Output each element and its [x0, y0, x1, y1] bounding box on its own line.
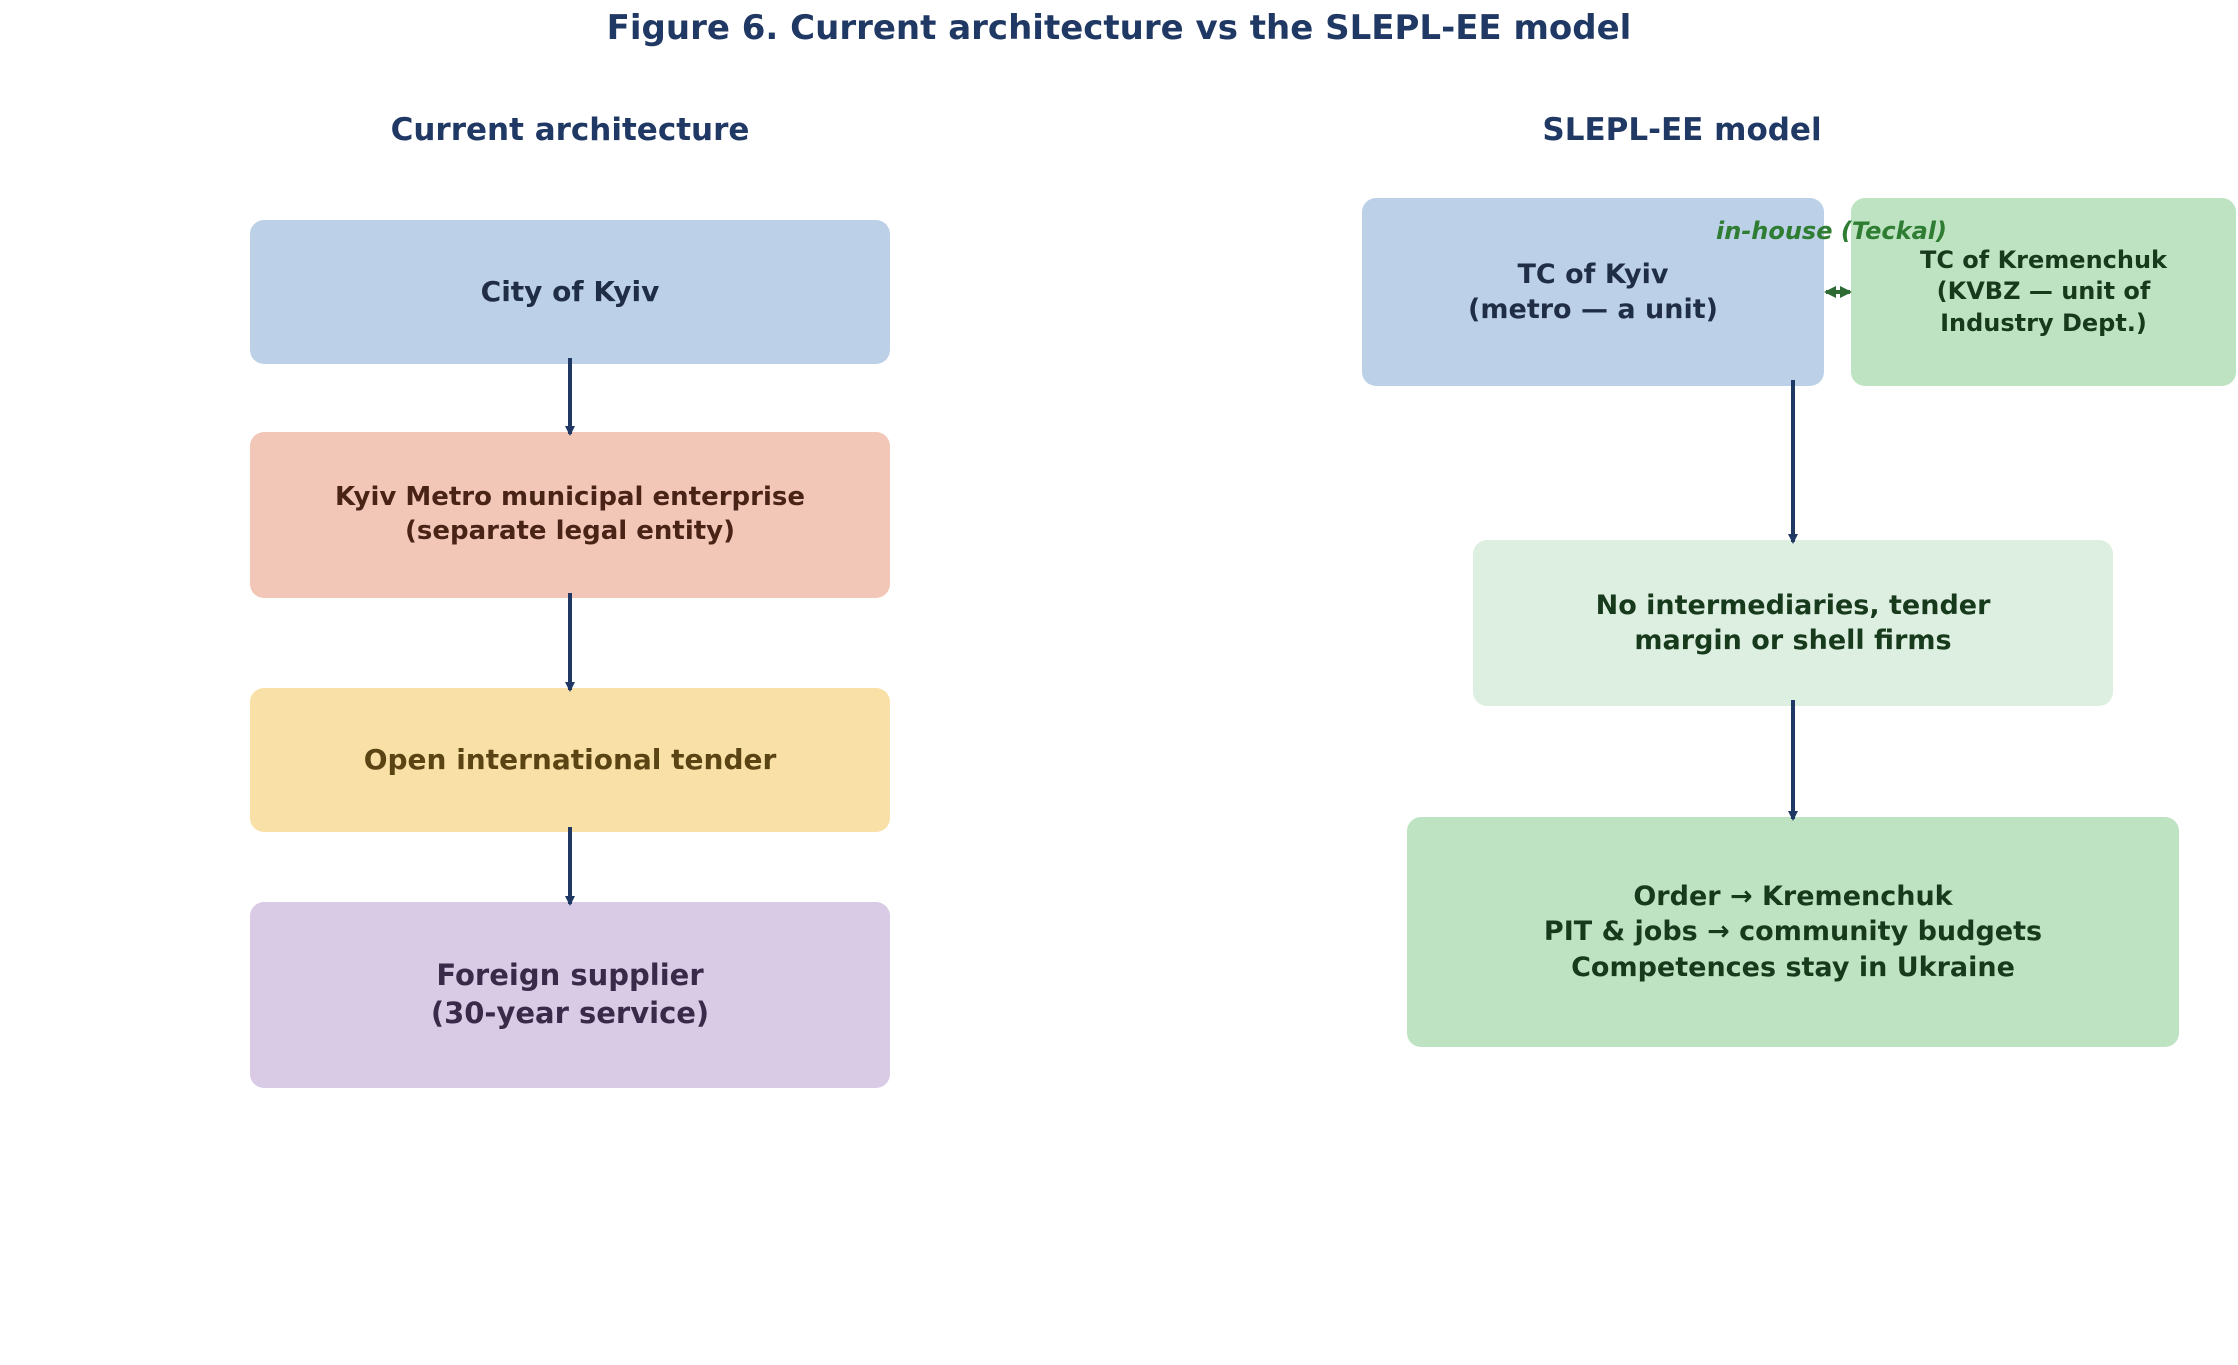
- box-city-of-kyiv-label: City of Kyiv: [480, 274, 660, 308]
- box-open-tender-label: Open international tender: [363, 742, 777, 776]
- box-open-tender: Open international tender: [250, 688, 890, 832]
- box-foreign-supplier: Foreign supplier (30-year service): [250, 902, 890, 1088]
- right-heading: SLEPL-EE model: [1542, 112, 1822, 148]
- box-city-of-kyiv: City of Kyiv: [250, 220, 890, 364]
- figure-title: Figure 6. Current architecture vs the SL…: [606, 8, 1632, 48]
- box-foreign-supplier-label: Foreign supplier (30-year service): [430, 958, 710, 1030]
- box-tc-kremenchuk-label: TC of Kremenchuk (KVBZ — unit of Industr…: [1919, 246, 2168, 337]
- box-no-intermediaries: No intermediaries, tender margin or shel…: [1473, 540, 2113, 706]
- left-heading: Current architecture: [390, 112, 750, 148]
- box-kyiv-metro-enterprise: Kyiv Metro municipal enterprise (separat…: [250, 432, 890, 598]
- box-no-intermediaries-label: No intermediaries, tender margin or shel…: [1595, 589, 1991, 656]
- box-tc-kyiv: TC of Kyiv (metro — a unit): [1362, 198, 1824, 386]
- box-tc-kyiv-label: TC of Kyiv (metro — a unit): [1468, 258, 1718, 325]
- box-order-kremenchuk: Order → Kremenchuk PIT & jobs → communit…: [1407, 817, 2179, 1047]
- box-tc-kremenchuk: TC of Kremenchuk (KVBZ — unit of Industr…: [1851, 198, 2236, 386]
- box-kyiv-metro-enterprise-label: Kyiv Metro municipal enterprise (separat…: [335, 482, 805, 546]
- teckal-link-label: in-house (Teckal): [1716, 217, 1947, 245]
- box-order-kremenchuk-label: Order → Kremenchuk PIT & jobs → communit…: [1543, 881, 2043, 983]
